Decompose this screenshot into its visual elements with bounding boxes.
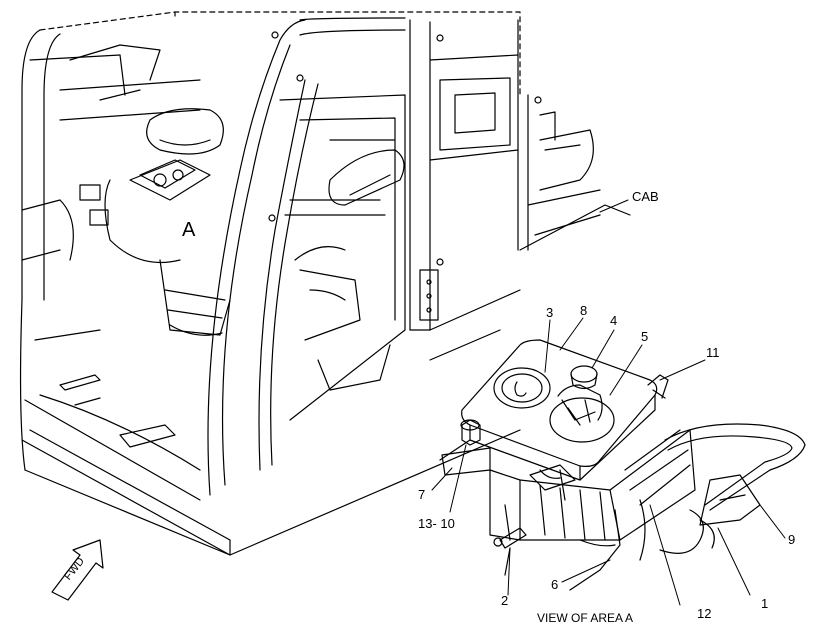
fwd-arrow	[51, 539, 104, 601]
callout-11: 11	[706, 345, 720, 360]
callout-6: 6	[551, 577, 559, 592]
area-a-marker: A	[182, 219, 196, 241]
callout-3: 3	[546, 305, 554, 320]
leader-lines	[431, 199, 786, 606]
view-caption: VIEW OF AREA A	[537, 611, 634, 625]
cab-outline	[19, 11, 631, 556]
callout-4: 4	[610, 313, 618, 328]
callout-1: 1	[761, 596, 769, 611]
controller-detail	[439, 339, 806, 591]
callout-12: 12	[697, 606, 712, 621]
callout-5: 5	[641, 329, 649, 344]
callout-9: 9	[788, 532, 796, 547]
callout-7: 7	[418, 487, 426, 502]
callout-13-10: 13- 10	[418, 516, 455, 531]
cab-label: CAB	[632, 189, 659, 204]
callout-2: 2	[501, 593, 509, 608]
callout-8: 8	[580, 303, 588, 318]
